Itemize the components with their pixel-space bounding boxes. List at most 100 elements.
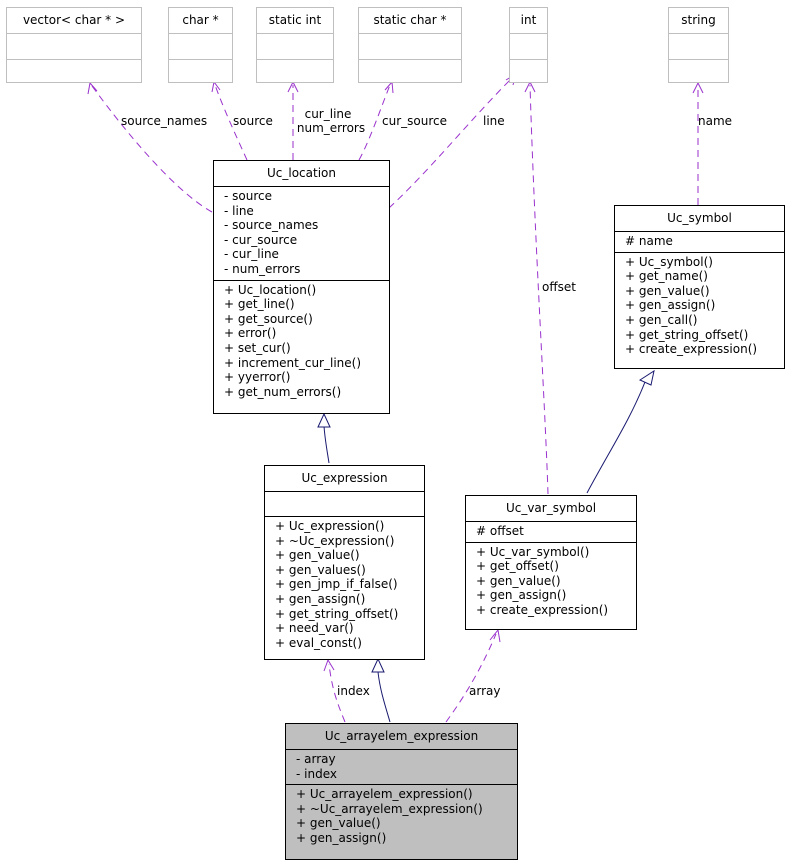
class-title: char * (182, 13, 219, 27)
arrowhead-index (323, 658, 335, 672)
method: + create_expression() (625, 342, 758, 357)
methods-section (359, 59, 461, 85)
arrowhead-name (692, 81, 704, 94)
attribute: - source (224, 189, 272, 203)
method: + gen_value() (275, 548, 360, 563)
class-box-vector-char: vector< char * > (6, 7, 142, 83)
attributes-section: - array - index (286, 749, 517, 784)
methods-section (7, 59, 141, 85)
method: + get_offset() (476, 559, 559, 574)
inherit-var-symbol-symbol (586, 381, 646, 494)
class-box-int: int (509, 7, 548, 83)
edge-cur-source (358, 84, 391, 161)
methods-section (669, 59, 728, 85)
attribute: - cur_source (224, 232, 298, 247)
attributes-section (169, 33, 232, 59)
methods-section: + Uc_location() + get_line() + get_sourc… (214, 279, 389, 403)
edge-source (214, 84, 248, 161)
method: + gen_call() (625, 312, 698, 327)
methods-section: + Uc_expression() + ~Uc_expression() + g… (265, 516, 424, 653)
methods-section: + Uc_arrayelem_expression() + ~Uc_arraye… (286, 784, 517, 848)
attributes-section: - source - line - source_names - cur_sou… (214, 186, 389, 280)
edge-source-names (91, 85, 213, 213)
attributes-section (7, 33, 141, 59)
edge-line (388, 77, 513, 209)
class-title: Uc_var_symbol (505, 501, 597, 515)
method: + gen_assign() (476, 588, 567, 603)
edge-array (445, 633, 497, 723)
method: + ~Uc_arrayelem_expression() (296, 801, 483, 816)
attributes-section (510, 33, 547, 59)
edge-label-line: line (483, 114, 505, 128)
class-title: string (681, 13, 716, 27)
methods-section: + Uc_symbol() + get_name() + gen_value()… (615, 251, 784, 360)
method: + yyerror() (224, 370, 291, 385)
method: + get_num_errors() (224, 384, 342, 399)
attributes-section (257, 33, 333, 59)
methods-section (257, 59, 333, 85)
method: + gen_values() (275, 562, 366, 577)
class-title: Uc_arrayelem_expression (324, 729, 479, 743)
attributes-section (265, 491, 424, 516)
method: + gen_jmp_if_false() (275, 577, 398, 592)
method: + get_source() (224, 311, 313, 326)
method: + get_line() (224, 297, 295, 312)
class-title: Uc_expression (301, 471, 388, 485)
method: + gen_assign() (275, 591, 366, 606)
method: + get_string_offset() (625, 327, 749, 342)
attribute: - num_errors (224, 261, 301, 276)
method: + error() (224, 326, 277, 341)
edge-label-array: array (469, 684, 501, 698)
method: + ~Uc_expression() (275, 533, 395, 548)
method: + set_cur() (224, 340, 291, 355)
method: + increment_cur_line() (224, 355, 361, 370)
class-box-uc-arrayelem-expression: Uc_arrayelem_expression - array - index … (285, 723, 518, 860)
edge-index (328, 663, 346, 723)
attributes-section (669, 33, 728, 59)
method: + gen_value() (625, 283, 710, 298)
edge-label-cur-line: cur_line (304, 107, 352, 121)
class-box-string: string (668, 7, 729, 83)
attributes-section (359, 33, 461, 59)
methods-section (169, 59, 232, 85)
attribute: - source_names (224, 218, 319, 233)
method: + Uc_arrayelem_expression() (296, 787, 473, 802)
class-box-static-char-ptr: static char * (358, 7, 462, 83)
arrowhead-array (489, 628, 501, 643)
inherit-arrowhead-expression (371, 657, 385, 673)
method: + get_name() (625, 269, 708, 284)
methods-section: + Uc_var_symbol() + get_offset() + gen_v… (466, 541, 636, 621)
method: + gen_assign() (625, 298, 716, 313)
method: + Uc_symbol() (625, 254, 713, 269)
class-box-uc-location: Uc_location - source - line - source_nam… (213, 160, 390, 414)
class-box-char-ptr: char * (168, 7, 233, 83)
class-box-uc-expression: Uc_expression + Uc_expression() + ~Uc_ex… (264, 465, 425, 660)
method: + create_expression() (476, 602, 609, 617)
attributes-section: # name (615, 231, 784, 252)
method: + Uc_var_symbol() (476, 544, 590, 559)
attribute: - line (224, 203, 254, 218)
class-title: vector< char * > (22, 13, 126, 27)
attribute: - cur_line (224, 247, 279, 262)
class-title: static char * (373, 13, 447, 27)
method: + Uc_expression() (275, 519, 385, 533)
class-title: Uc_location (267, 166, 336, 180)
arrowhead-source-names (87, 81, 98, 95)
method: + gen_assign() (296, 830, 387, 845)
edge-label-index: index (337, 684, 370, 698)
inherit-arrowhead-location (317, 412, 331, 428)
edge-offset (529, 84, 549, 495)
edge-label-source-names: source_names (121, 114, 208, 128)
methods-section (510, 59, 547, 85)
edge-label-num-errors: num_errors (296, 121, 366, 135)
attribute: # offset (476, 524, 524, 538)
inherit-expression-location (323, 425, 330, 464)
method: + need_var() (275, 621, 354, 636)
attribute: - array (296, 752, 336, 766)
method: + gen_value() (476, 573, 561, 588)
attributes-section: # offset (466, 521, 636, 542)
class-title: Uc_symbol (667, 211, 732, 225)
method: + gen_value() (296, 816, 381, 831)
method: + eval_const() (275, 635, 362, 650)
